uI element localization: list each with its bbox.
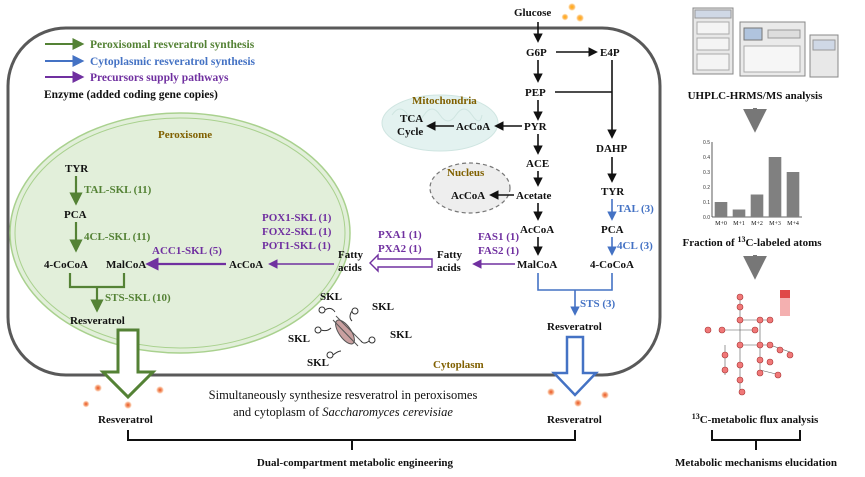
sts-skl-enzyme-label: STS-SKL (10) (105, 292, 171, 304)
x-tick-label: M+1 (733, 221, 745, 227)
mfa-label: 13C-metabolic flux analysis (692, 412, 819, 427)
bar (786, 172, 800, 217)
4cl-skl-enzyme-label: 4CL-SKL (11) (84, 231, 151, 243)
pox1-enzyme-label: POX1-SKL (1) (262, 212, 332, 224)
dahp-label: DAHP (596, 143, 627, 155)
mechanisms-label: Metabolic mechanisms elucidation (675, 457, 837, 469)
resveratrol-out-left-label: Resveratrol (98, 414, 153, 426)
pot1-enzyme-label: POT1-SKL (1) (262, 240, 331, 252)
fatty-acids-cyto-1: Fatty (437, 249, 463, 261)
tca-label-1: TCA (400, 113, 423, 125)
4cl-enzyme-label: 4CL (3) (617, 240, 653, 252)
peroxisome-export-arrow (99, 328, 157, 400)
skl-label-2: SKL (372, 301, 394, 313)
tyr-cyto-label: TYR (601, 186, 625, 198)
bar (732, 209, 746, 217)
dual-bracket (127, 430, 576, 450)
pxa1-enzyme-label: PXA1 (1) (378, 229, 422, 241)
resveratrol-cyto-label: Resveratrol (547, 321, 602, 333)
peroxisome-organelle (9, 112, 351, 354)
fas1-enzyme-label: FAS1 (1) (478, 231, 519, 243)
skl-label-1: SKL (320, 291, 342, 303)
tyr-per-label: TYR (65, 163, 89, 175)
labeled-fraction-chart: 0.0 0.1 0.2 0.3 0.4 0.5M+0 M+1 M+2 M+3 M+4 (703, 140, 802, 227)
acc1-enzyme-label: ACC1-SKL (5) (152, 245, 222, 257)
peroxisome-label: Peroxisome (158, 129, 212, 141)
sts-enzyme-label: STS (3) (580, 298, 615, 310)
legend-precursors: Precursors supply pathways (90, 72, 229, 84)
y-tick-label: 0.4 (703, 155, 710, 161)
fatty-acids-per-1: Fatty (338, 249, 364, 261)
dual-engineering-label: Dual-compartment metabolic engineering (257, 457, 454, 469)
pxa2-enzyme-label: PXA2 (1) (378, 243, 422, 255)
uhplc-instrument-icon (692, 7, 839, 78)
mfa-bracket (711, 430, 801, 450)
cytoplasm-label: Cytoplasm (433, 359, 484, 371)
pca-per-label: PCA (64, 209, 87, 221)
y-tick-label: 0.2 (703, 185, 710, 191)
legend-enzyme-note: Enzyme (added coding gene copies) (44, 89, 218, 101)
x-tick-label: M+2 (751, 221, 763, 227)
tca-label-2: Cycle (397, 126, 423, 138)
skl-label-4: SKL (390, 329, 412, 341)
acoa-nucleus-label: AcCoA (451, 190, 485, 202)
y-tick-label: 0.0 (703, 215, 710, 221)
x-tick-label: M+3 (769, 221, 781, 227)
fatty-acids-per-2: acids (338, 262, 363, 274)
cytoplasm-export-arrow (551, 335, 599, 397)
fraction-label: Fraction of 13C-labeled atoms (682, 235, 822, 250)
malcoa-cyto-label: MalCoA (517, 259, 557, 271)
pca-cyto-label: PCA (601, 224, 624, 236)
acoa-mito-label: AcCoA (456, 121, 490, 133)
y-tick-label: 0.5 (703, 140, 710, 146)
skl-label-3: SKL (288, 333, 310, 345)
tal-skl-enzyme-label: TAL-SKL (11) (84, 184, 152, 196)
pxa-transport-arrow (369, 253, 433, 273)
tal-enzyme-label: TAL (3) (617, 203, 654, 215)
bar (768, 157, 782, 217)
nucleus-label: Nucleus (447, 167, 485, 179)
acoa-cyto-label: AcCoA (520, 224, 554, 236)
x-tick-label: M+4 (787, 221, 799, 227)
uhplc-label: UHPLC-HRMS/MS analysis (688, 90, 823, 102)
mitochondria-label: Mitochondria (412, 95, 477, 107)
skl-label-5: SKL (307, 357, 329, 369)
acoa-per-label: AcCoA (229, 259, 263, 271)
legend-cytoplasmic: Cytoplasmic resveratrol synthesis (90, 56, 256, 68)
flux-network-icon (704, 282, 805, 400)
bar (714, 202, 728, 217)
x-tick-label: M+0 (715, 221, 727, 227)
skl-import-pore (314, 306, 376, 359)
bar (750, 194, 764, 217)
pep-label: PEP (525, 87, 546, 99)
resveratrol-per-label: Resveratrol (70, 315, 125, 327)
g6p-label: G6P (526, 47, 547, 59)
e4p-label: E4P (600, 47, 620, 59)
malcoa-per-label: MalCoA (106, 259, 146, 271)
legend-peroxisomal: Peroxisomal resveratrol synthesis (90, 39, 255, 51)
cocoa-cyto-label: 4-CoCoA (590, 259, 634, 271)
acetate-label: Acetate (516, 190, 552, 202)
y-tick-label: 0.3 (703, 170, 710, 176)
fox2-enzyme-label: FOX2-SKL (1) (262, 226, 332, 238)
caption-line-1: Simultaneously synthesize resveratrol in… (209, 388, 478, 402)
pyr-label: PYR (524, 121, 548, 133)
y-tick-label: 0.1 (703, 200, 710, 206)
fas2-enzyme-label: FAS2 (1) (478, 245, 519, 257)
resveratrol-out-right-label: Resveratrol (547, 414, 602, 426)
nucleus-organelle (429, 162, 511, 214)
cocoa-per-label: 4-CoCoA (44, 259, 88, 271)
glucose-label: Glucose (514, 7, 551, 19)
ace-label: ACE (526, 158, 549, 170)
fatty-acids-cyto-2: acids (437, 262, 462, 274)
caption-line-2: and cytoplasm of Saccharomyces cerevisia… (233, 405, 453, 419)
